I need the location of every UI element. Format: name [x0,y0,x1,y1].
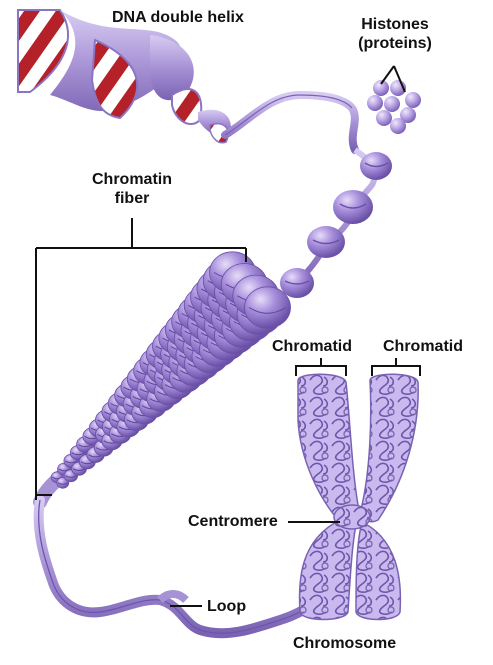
chromosome-label: Chromosome [293,634,396,653]
chromatid-left-upper-arm [298,374,358,523]
centromere-region [334,505,370,529]
fiber-nucleosome [245,287,291,328]
chromatin-fiber-label-line1: Chromatin [82,170,182,189]
dna-double-helix-label: DNA double helix [112,8,244,27]
chromosome [298,374,418,619]
centromere-label: Centromere [188,512,278,531]
chromatin-fiber-label-line2: fiber [82,189,182,208]
nucleosome-string [280,150,392,298]
chromatid-right-upper-arm [362,374,418,521]
chromatin-fiber-label: Chromatin fiber [82,170,182,208]
chromatid-left-label: Chromatid [272,337,352,356]
histones-label-line1: Histones [352,15,438,34]
chromatid-right-lower-arm [356,522,400,620]
dna-double-helix [18,10,355,150]
chromatid-brackets [296,358,420,376]
histones-cluster [367,66,421,134]
histones-label-line2: (proteins) [352,34,438,53]
loop-label: Loop [207,597,246,616]
chromatid-left-lower-arm [299,520,356,620]
histones-label: Histones (proteins) [352,15,438,53]
chromatid-right-label: Chromatid [383,337,463,356]
chromatin-fiber [40,252,291,502]
